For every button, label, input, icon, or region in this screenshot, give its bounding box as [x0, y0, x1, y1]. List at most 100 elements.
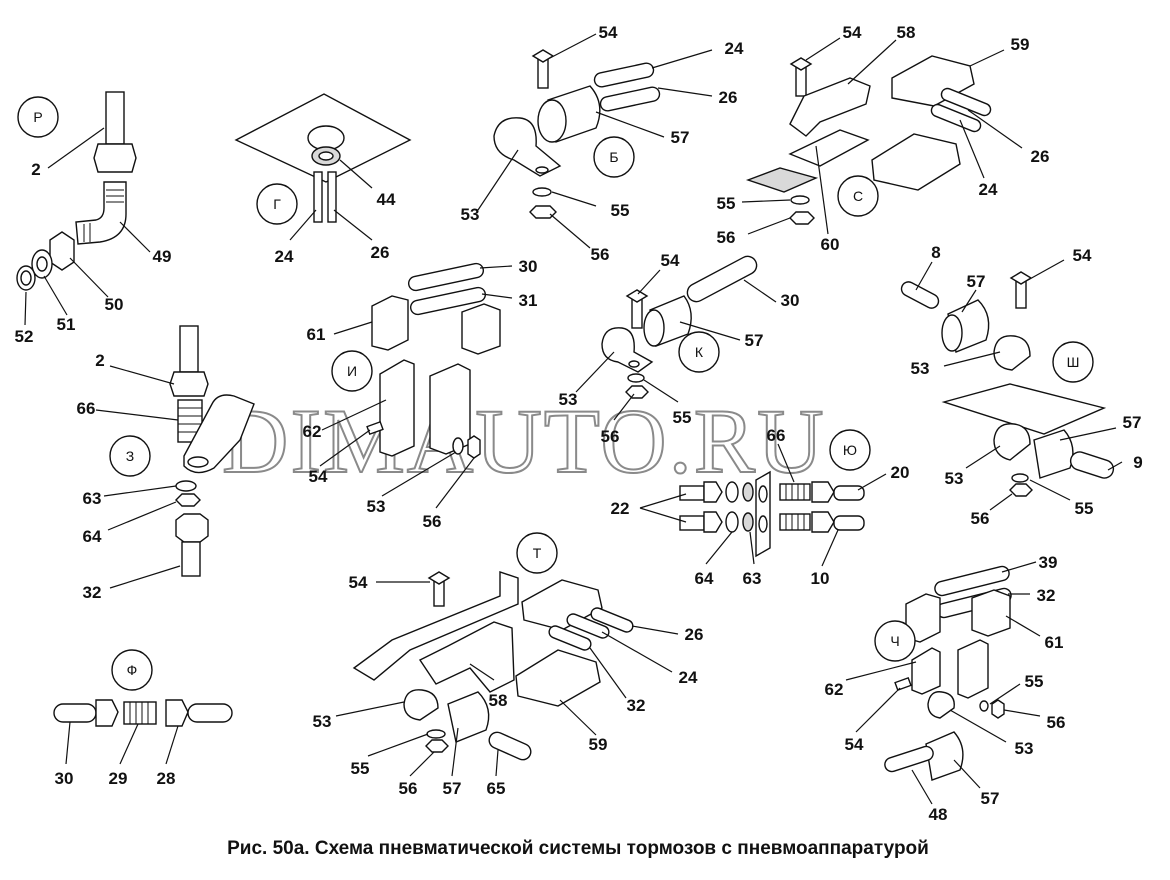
bolt	[894, 676, 912, 692]
label-56: 56	[971, 509, 990, 528]
hex-nut	[49, 231, 75, 271]
group-k: К 54 30 57 53 55 56	[559, 251, 800, 446]
tube	[593, 62, 655, 88]
bracket	[789, 77, 871, 137]
label-61: 61	[1045, 633, 1064, 652]
group-ch-marker	[874, 620, 916, 662]
group-b-letter: Б	[609, 149, 618, 165]
group-b: Б 54 24 26 57 53 55 56	[461, 23, 744, 264]
tube	[488, 731, 532, 761]
label-24: 24	[679, 668, 698, 687]
group-z-letter: З	[126, 448, 134, 464]
union-nut	[95, 699, 119, 727]
label-2: 2	[95, 351, 104, 370]
label-53: 53	[367, 497, 386, 516]
label-54: 54	[599, 23, 618, 42]
washer	[426, 729, 446, 739]
insert-block	[461, 303, 501, 355]
group-s-marker	[837, 175, 879, 217]
washer	[725, 481, 739, 503]
insert-block	[371, 295, 409, 351]
label-56: 56	[1047, 713, 1066, 732]
group-yu: Ю 66 20 22 64 63 10	[611, 426, 910, 588]
group-t-letter: Т	[533, 545, 542, 561]
group-k-marker	[678, 331, 720, 373]
group-k-letter: К	[695, 344, 704, 360]
tube	[327, 171, 337, 223]
nipple	[679, 515, 705, 531]
group-z-marker	[109, 435, 151, 477]
label-24: 24	[275, 247, 294, 266]
nut	[1009, 483, 1033, 497]
washer	[532, 187, 552, 197]
tube	[548, 625, 592, 651]
sleeve	[925, 731, 964, 781]
label-56: 56	[601, 427, 620, 446]
group-p-letter: Р	[33, 109, 42, 125]
bracket-plate	[788, 129, 870, 167]
label-57: 57	[981, 789, 1000, 808]
bracket	[418, 621, 515, 693]
union-nut	[175, 513, 209, 543]
nut	[175, 493, 201, 507]
label-30: 30	[781, 291, 800, 310]
plate	[941, 383, 1107, 435]
label-56: 56	[423, 512, 442, 531]
group-sh: Ш 8 57 54 53 57 53 9 56 55	[900, 243, 1143, 528]
nut	[789, 211, 815, 225]
label-54: 54	[845, 735, 864, 754]
label-53: 53	[461, 205, 480, 224]
figure-caption: Рис. 50а. Схема пневматической системы т…	[227, 838, 929, 859]
label-51: 51	[57, 315, 76, 334]
label-48: 48	[929, 805, 948, 824]
group-b-marker	[593, 136, 635, 178]
tube-nipple	[53, 703, 97, 723]
label-63: 63	[83, 489, 102, 508]
label-26: 26	[371, 243, 390, 262]
tube	[409, 286, 487, 316]
clamp	[601, 327, 654, 373]
label-63: 63	[743, 569, 762, 588]
union-nut	[811, 481, 835, 503]
label-57: 57	[745, 331, 764, 350]
tube	[930, 103, 982, 133]
group-sh-letter: Ш	[1067, 354, 1080, 370]
clamp	[493, 117, 562, 177]
label-24: 24	[979, 180, 998, 199]
group-g-letter: Г	[273, 196, 281, 212]
washer	[1011, 473, 1029, 483]
label-29: 29	[109, 769, 128, 788]
label-26: 26	[685, 625, 704, 644]
label-57: 57	[443, 779, 462, 798]
watermark: DIMAUTO.RU	[222, 390, 826, 492]
label-28: 28	[157, 769, 176, 788]
nut	[529, 205, 557, 219]
label-24: 24	[725, 39, 744, 58]
clamp	[927, 691, 955, 719]
group-ch: Ч 39 32 61 62 55 54 56 53 48 57	[825, 553, 1066, 824]
label-57: 57	[671, 128, 690, 147]
group-t: Т 54 26 24 58 32 53 59 55 56 57 65	[313, 532, 704, 798]
threaded-fitting	[779, 483, 811, 501]
plate	[745, 167, 819, 193]
union-nut	[165, 699, 189, 727]
label-52: 52	[15, 327, 34, 346]
label-32: 32	[627, 696, 646, 715]
tube	[566, 613, 610, 639]
insert-block	[871, 133, 961, 191]
union-nut	[93, 143, 137, 173]
nut	[991, 699, 1005, 719]
end-tube	[1069, 451, 1115, 479]
label-49: 49	[153, 247, 172, 266]
bracket-strip	[352, 571, 519, 681]
bracket-half	[429, 363, 471, 455]
group-s: С 54 58 59 26 24 55 56 60	[717, 23, 1050, 254]
label-56: 56	[591, 245, 610, 264]
bracket	[183, 394, 255, 474]
nut	[703, 511, 723, 533]
bracket-plate	[755, 470, 771, 558]
label-2: 2	[31, 160, 40, 179]
label-31: 31	[519, 291, 538, 310]
washer	[627, 373, 645, 383]
label-39: 39	[1039, 553, 1058, 572]
